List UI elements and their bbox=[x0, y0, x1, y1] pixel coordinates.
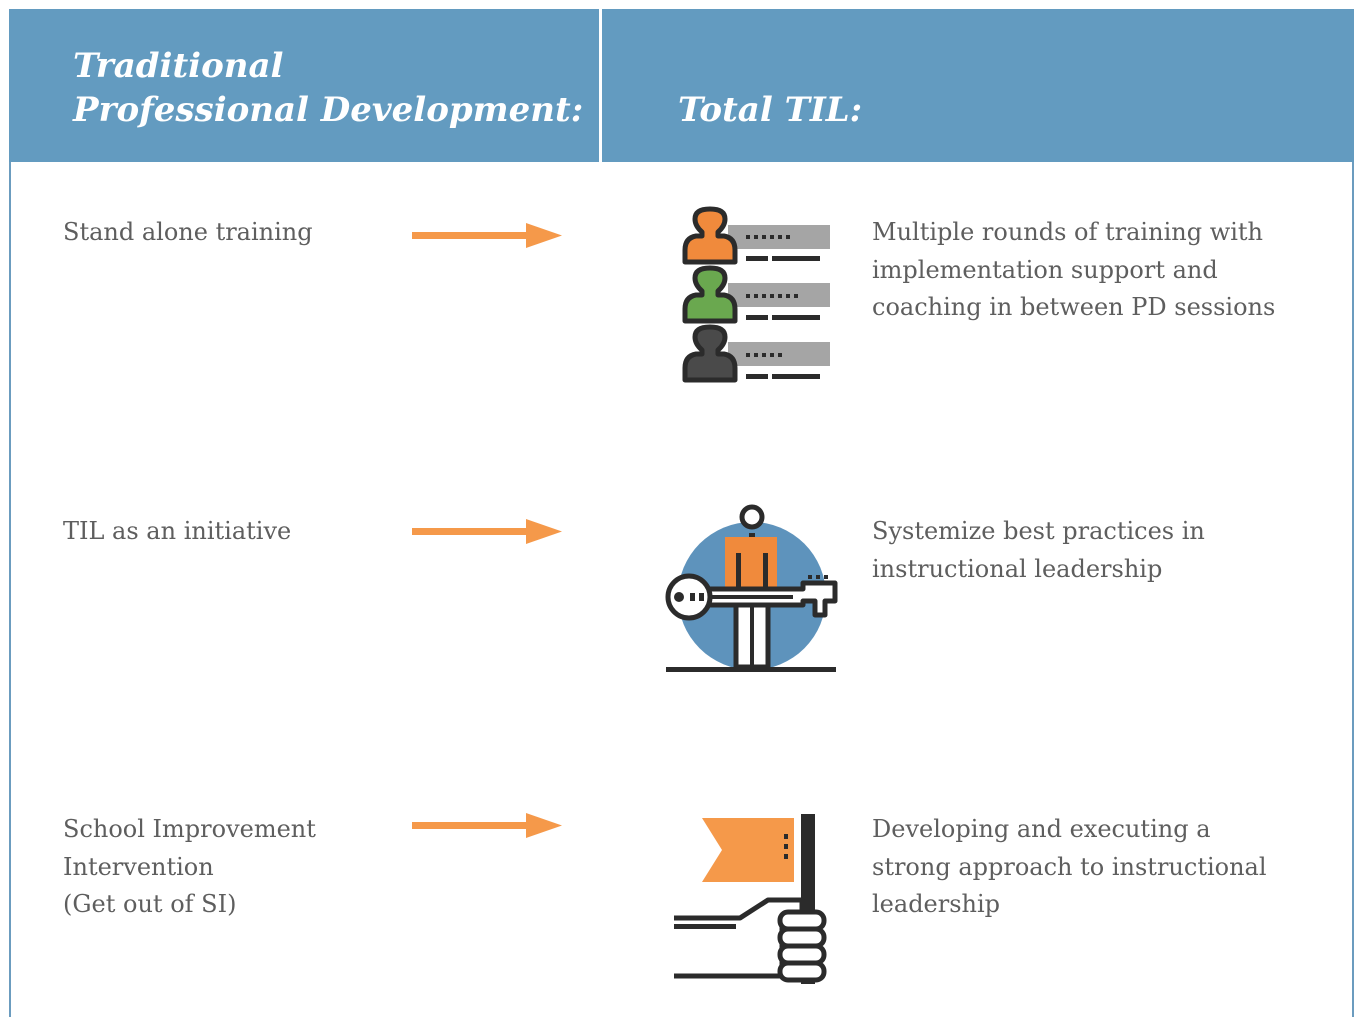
table-frame bbox=[9, 9, 1354, 1017]
text-line: instructional leadership bbox=[872, 554, 1163, 583]
row-1-total-til: Multiple rounds of training with impleme… bbox=[872, 214, 1342, 327]
header-divider bbox=[599, 9, 602, 162]
text-line: Intervention bbox=[63, 852, 214, 881]
text-line: strong approach to instructional bbox=[872, 852, 1267, 881]
traditional-pd-heading: Traditional Professional Development: bbox=[73, 44, 583, 132]
text-line: TIL as an initiative bbox=[63, 517, 292, 545]
text-line: Developing and executing a bbox=[872, 815, 1211, 843]
text-line: leadership bbox=[872, 890, 1001, 918]
row-2-total-til: Systemize best practices in instructiona… bbox=[872, 513, 1342, 588]
total-til-heading: Total TIL: bbox=[678, 90, 863, 130]
arrow-right-icon bbox=[412, 813, 562, 838]
text-line: Stand alone training bbox=[63, 218, 313, 246]
text-line: Multiple rounds of training with bbox=[872, 218, 1264, 246]
row-1-traditional: Stand alone training bbox=[63, 214, 313, 252]
row-3-traditional: School Improvement Intervention (Get out… bbox=[63, 811, 316, 924]
hand-holding-flag-icon bbox=[674, 814, 827, 984]
text-line: coaching in between PD sessions bbox=[872, 293, 1276, 321]
text-line: School Improvement bbox=[63, 815, 316, 843]
text-line: (Get out of SI) bbox=[63, 890, 237, 918]
person-with-key-icon bbox=[665, 504, 838, 672]
row-2-traditional: TIL as an initiative bbox=[63, 513, 291, 551]
text-line: implementation support and bbox=[872, 255, 1218, 284]
people-list-icon bbox=[682, 206, 830, 383]
text-line: Systemize best practices in bbox=[872, 517, 1205, 545]
heading-line: Traditional bbox=[73, 46, 284, 86]
header-bar bbox=[9, 9, 1354, 162]
arrow-right-icon bbox=[412, 519, 562, 544]
heading-line: Professional Development: bbox=[73, 90, 584, 130]
row-3-total-til: Developing and executing a strong approa… bbox=[872, 811, 1342, 924]
arrow-right-icon bbox=[412, 223, 562, 248]
